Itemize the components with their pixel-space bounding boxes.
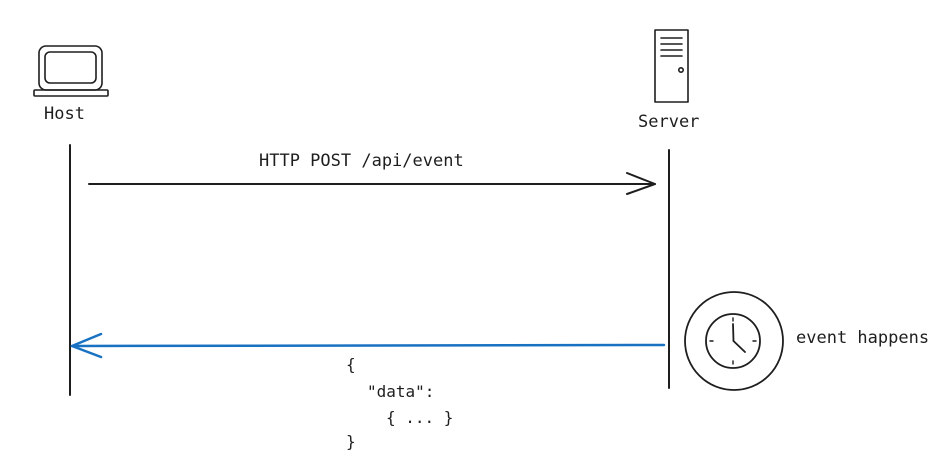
response-arrow: [70, 332, 666, 359]
event-label: event happens: [796, 328, 930, 348]
payload-data-value: { ... }: [386, 408, 454, 427]
host-label: Host: [44, 104, 85, 124]
request-message-label: HTTP POST /api/event: [259, 151, 464, 171]
payload-data-key: "data":: [367, 382, 435, 401]
server-icon: [654, 29, 689, 103]
computer-icon: [33, 45, 109, 97]
server-label: Server: [638, 112, 700, 132]
payload-close-brace: }: [346, 432, 356, 451]
clock-icon: [684, 291, 784, 391]
request-arrow: [88, 172, 656, 195]
payload-open-brace: {: [346, 355, 356, 374]
